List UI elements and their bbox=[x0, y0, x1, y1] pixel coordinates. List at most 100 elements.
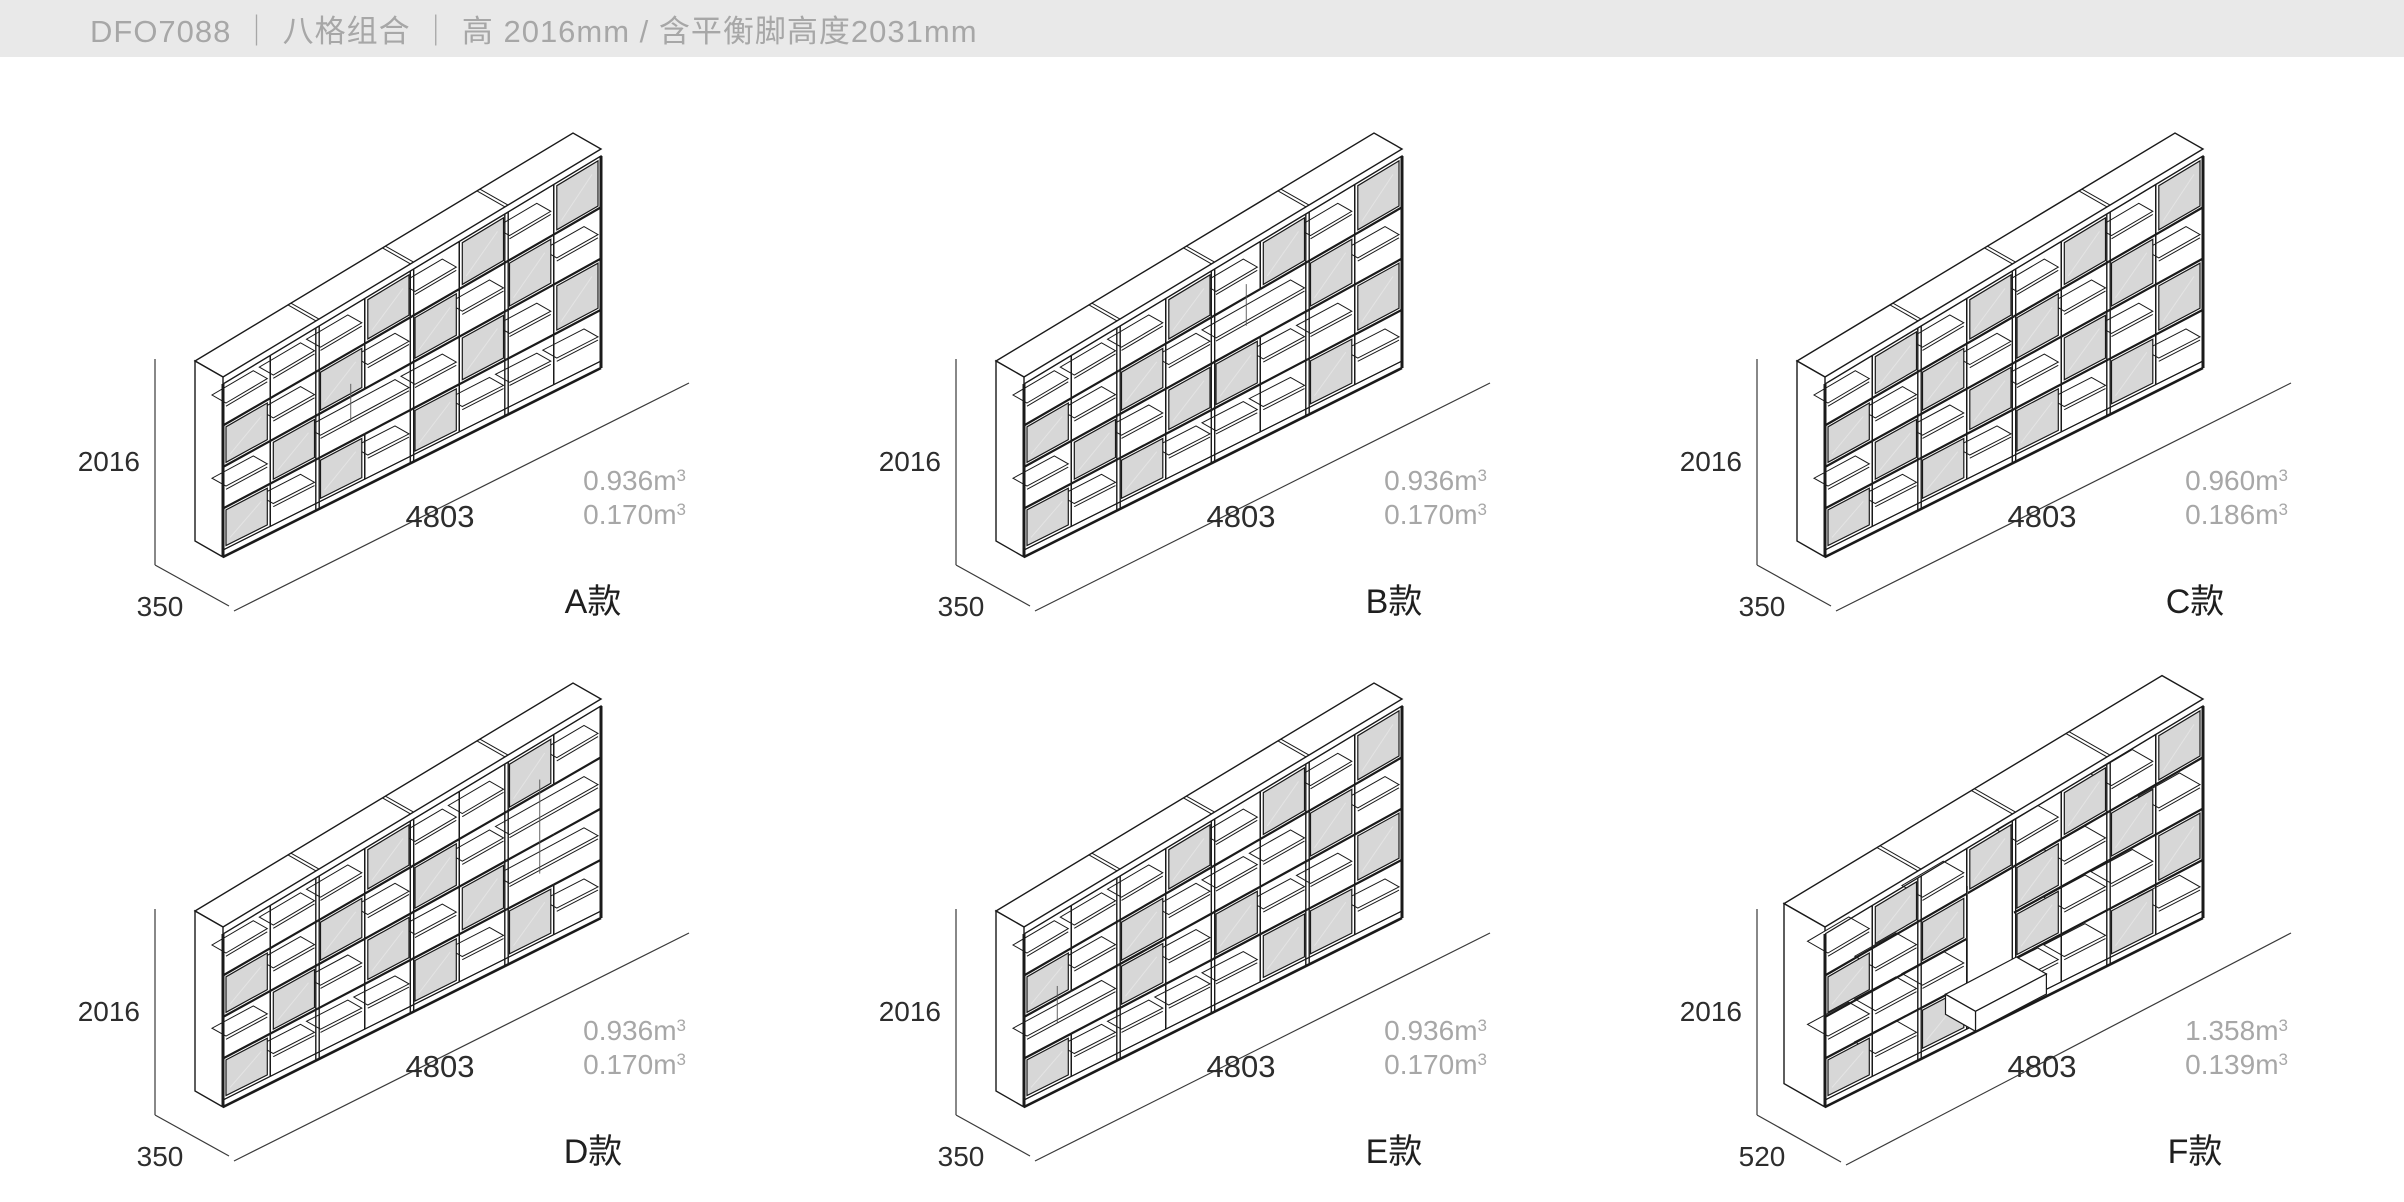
door-sheen bbox=[1361, 174, 1394, 222]
door-panel bbox=[272, 968, 316, 1031]
plinth-line bbox=[1824, 360, 2204, 551]
shelf-divider bbox=[269, 457, 319, 485]
door-sheen bbox=[465, 878, 498, 922]
side-face bbox=[995, 359, 1025, 559]
height-dimension-label: 2016 bbox=[879, 446, 941, 477]
door-panel bbox=[319, 897, 363, 962]
door-sheen bbox=[465, 231, 498, 277]
door-panel bbox=[225, 487, 268, 547]
band-seam bbox=[2065, 733, 2108, 758]
shelf-divider bbox=[222, 1032, 271, 1060]
shelf-edge bbox=[1121, 415, 1163, 439]
shelf-divider bbox=[553, 257, 602, 286]
door-sheen bbox=[1125, 911, 1158, 953]
shelf-divider bbox=[553, 858, 602, 886]
shelf-divider bbox=[2155, 308, 2204, 336]
shelf-divider bbox=[1918, 432, 1968, 460]
door-sheen bbox=[371, 288, 404, 331]
shelf bbox=[305, 314, 363, 348]
shelf-edge bbox=[273, 1035, 315, 1058]
band-seam bbox=[1974, 788, 2016, 813]
shelf-divider bbox=[316, 937, 366, 966]
shelf-divider bbox=[269, 413, 319, 442]
shelf-divider bbox=[458, 908, 508, 936]
volume-base-label: 0.139m3 bbox=[2185, 1049, 2288, 1080]
shelf-edge bbox=[1121, 1010, 1163, 1033]
band-seam bbox=[479, 188, 509, 206]
door-panel bbox=[1827, 951, 1870, 1014]
shelf-divider bbox=[1117, 937, 1167, 966]
volume-shelf-label: 0.936m3 bbox=[583, 465, 686, 496]
shelf-divider bbox=[1871, 919, 1921, 950]
shelf-divider bbox=[1824, 1032, 1873, 1060]
volume-shelf-label: 0.936m3 bbox=[1384, 465, 1487, 496]
shelf-edge bbox=[1168, 986, 1211, 1009]
shelf-divider bbox=[1871, 369, 1921, 400]
door-panel bbox=[1120, 942, 1164, 1006]
door-panel bbox=[1827, 401, 1870, 464]
shelf bbox=[210, 1005, 269, 1037]
shelf-edge bbox=[1263, 339, 1305, 363]
door-sheen bbox=[1125, 956, 1158, 997]
shelf-edge bbox=[509, 787, 599, 839]
product-title: DFO7088 ｜ 八格组合 ｜ 高 2016mm / 含平衡脚高度2031mm bbox=[90, 14, 978, 49]
band-seam bbox=[1183, 797, 1212, 815]
shelf-divider bbox=[505, 333, 555, 361]
shelf-divider bbox=[222, 989, 271, 1018]
door-sheen bbox=[513, 252, 546, 299]
shelf-divider bbox=[316, 342, 366, 372]
band-seam bbox=[1987, 245, 2016, 263]
volume-shelf-label: 0.960m3 bbox=[2185, 465, 2288, 496]
door-sheen bbox=[418, 401, 451, 444]
shelf-edge bbox=[461, 791, 504, 818]
shelf-edge bbox=[556, 889, 599, 912]
top-panel-line bbox=[1824, 705, 2204, 935]
door-sheen bbox=[229, 966, 262, 1005]
shelf-divider bbox=[1306, 883, 1356, 911]
band-seam bbox=[1088, 854, 1118, 872]
band-seam bbox=[2078, 190, 2108, 208]
shelf-edge bbox=[2064, 290, 2106, 315]
shelf-divider bbox=[1023, 482, 1072, 510]
width-dim-line bbox=[233, 382, 690, 612]
shelf-edge bbox=[1263, 840, 1305, 865]
shelf bbox=[541, 328, 600, 359]
door-sheen bbox=[1030, 416, 1063, 455]
door-sheen bbox=[560, 276, 593, 323]
depth-dimension-label: 350 bbox=[137, 591, 184, 622]
door-panel bbox=[1874, 880, 1918, 945]
shelf-edge bbox=[1026, 931, 1069, 957]
shelf-divider bbox=[1165, 911, 1214, 940]
door-sheen bbox=[1125, 361, 1158, 403]
shelf-edge bbox=[1215, 290, 1305, 342]
width-dimension-label: 4803 bbox=[1207, 1049, 1276, 1084]
shelf-edge bbox=[509, 838, 599, 888]
shelf-edge bbox=[414, 269, 457, 296]
shelf-edge bbox=[1168, 940, 1211, 964]
door-sheen bbox=[2162, 174, 2195, 222]
width-dimension-label: 4803 bbox=[1207, 499, 1276, 534]
shelf-edge bbox=[272, 903, 315, 929]
shelf-edge bbox=[1875, 397, 1917, 422]
band-seam bbox=[290, 852, 320, 870]
variant-card-c: 2016 350 4803 0.960m3 0.186m3 C款 bbox=[1602, 110, 2403, 655]
door-sheen bbox=[1172, 838, 1205, 881]
shelf-divider bbox=[1918, 387, 1968, 416]
bench-side bbox=[1944, 993, 1977, 1033]
shelf-edge bbox=[1263, 889, 1305, 913]
door-sheen bbox=[1878, 345, 1911, 386]
door-sheen bbox=[1973, 288, 2006, 331]
depth-dimension-label: 350 bbox=[938, 591, 985, 622]
shelf-edge bbox=[1875, 485, 1917, 508]
door-sheen bbox=[513, 752, 546, 800]
shelf bbox=[305, 864, 363, 898]
shelf bbox=[1059, 892, 1117, 926]
door-sheen bbox=[229, 501, 262, 538]
shelf-divider bbox=[2013, 383, 2062, 411]
shelf-divider bbox=[458, 309, 508, 338]
shelf-edge bbox=[225, 466, 268, 490]
shelf bbox=[1059, 342, 1117, 376]
door-sheen bbox=[2067, 781, 2100, 827]
shelf-edge bbox=[1026, 381, 1069, 407]
depth-dimension-label: 350 bbox=[137, 1141, 184, 1172]
